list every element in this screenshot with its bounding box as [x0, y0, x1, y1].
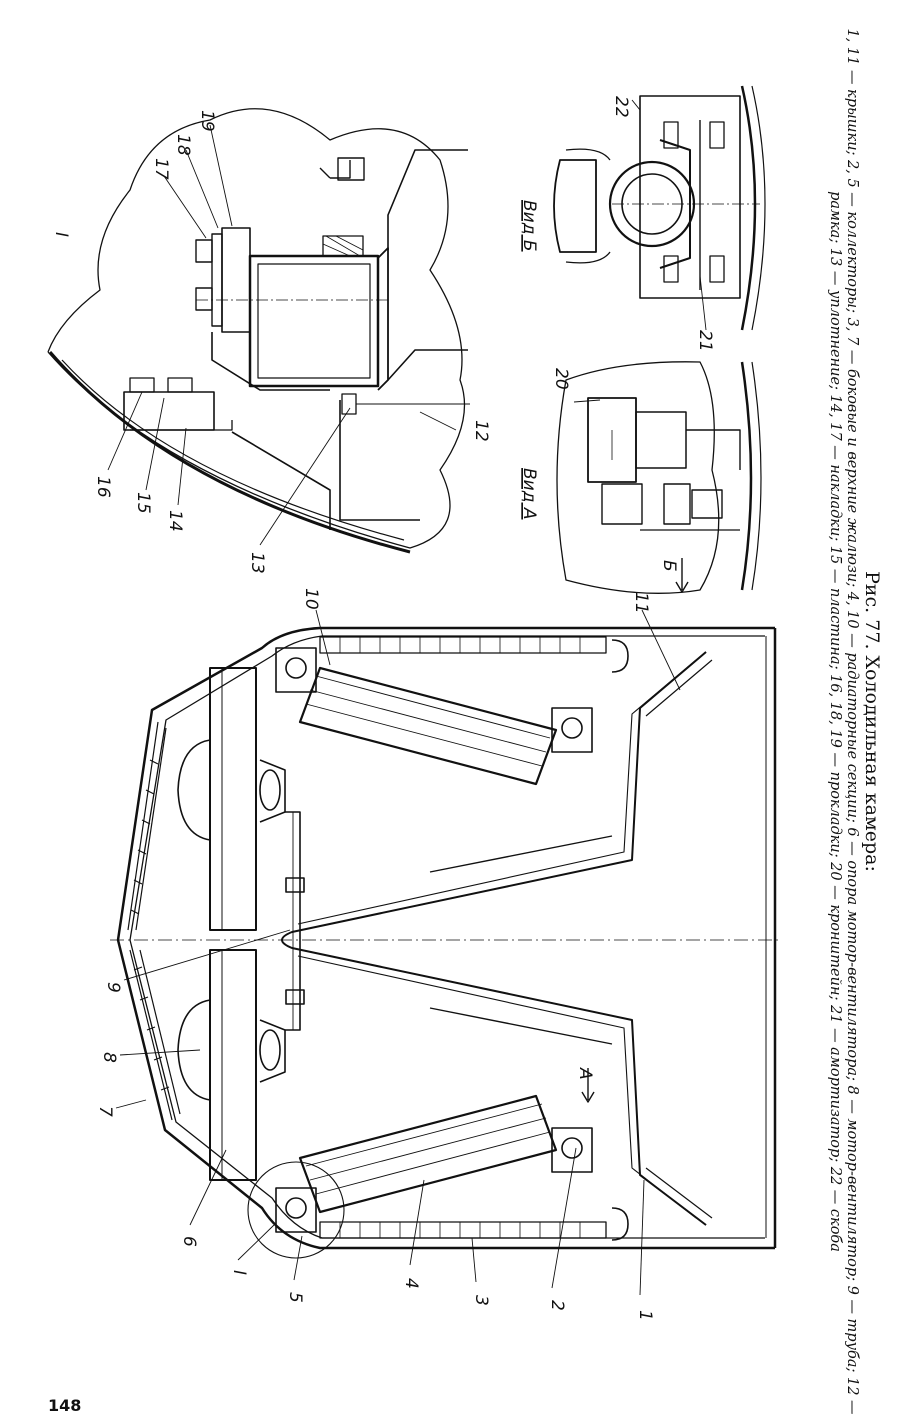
radiator-section-lower	[298, 1094, 558, 1214]
clamp-22	[659, 139, 691, 269]
view-b-labels: Вид Б 22 21	[519, 96, 715, 352]
main-section-view	[110, 609, 780, 1296]
label-11: 11	[631, 592, 651, 614]
detail-i-break-outline	[47, 108, 466, 549]
view-a-title: Вид А	[519, 468, 539, 520]
view-b-title: Вид Б	[519, 200, 539, 252]
label-7: 7	[95, 1106, 115, 1117]
side-louvres	[319, 636, 607, 1239]
detail-label-19: 19	[197, 110, 217, 132]
view-b	[553, 85, 766, 331]
leader-lines	[115, 609, 681, 1296]
detail-view-labels: I 12 13 14 15 16 17 18 19	[51, 110, 491, 574]
view-b-label-22: 22	[611, 96, 631, 118]
view-a	[556, 361, 762, 594]
covers	[611, 639, 713, 1241]
label-3: 3	[471, 1295, 491, 1306]
label-6: 6	[179, 1236, 199, 1247]
v-partition-inner	[297, 659, 697, 1219]
tube-bracket	[553, 159, 597, 253]
view-b-label-21: 21	[695, 330, 715, 352]
label-i: I	[229, 1270, 249, 1275]
view-a-label-20: 20	[551, 368, 571, 390]
motor-fan-upper	[177, 739, 286, 841]
page-number: 148	[48, 1396, 82, 1415]
detail-label-17: 17	[151, 158, 171, 180]
detail-label-15: 15	[133, 492, 153, 514]
view-a-labels: Вид А 20 Б	[519, 368, 679, 572]
view-a-arrow	[581, 1068, 595, 1103]
fan-support	[209, 667, 257, 1181]
detail-i-view	[47, 108, 470, 554]
figure-caption: Рис. 77. Холодильная камера: 1, 11 — кры…	[814, 24, 884, 1419]
motor-fan-lower	[177, 999, 286, 1101]
figure-title: Рис. 77. Холодильная камера:	[861, 571, 883, 872]
label-10: 10	[301, 588, 321, 610]
label-arrow-a: А	[575, 1067, 595, 1080]
radiator-section-upper	[298, 666, 558, 786]
top-louvres	[127, 721, 181, 1121]
label-2: 2	[547, 1300, 567, 1311]
main-view-labels: 1 2 3 4 5 I 6 7 8 9 10 11 А	[95, 588, 655, 1321]
detail-i-circle	[247, 1161, 345, 1259]
detail-label-13: 13	[247, 552, 267, 574]
label-4: 4	[401, 1278, 421, 1289]
view-a-label-b: Б	[659, 560, 679, 572]
housing-outline	[116, 626, 775, 1250]
pipe	[285, 811, 305, 1031]
detail-i-frame	[248, 254, 380, 388]
figure-legend: 1, 11 — крышки; 2, 5 — коллекторы; 3, 7 …	[827, 28, 860, 1415]
label-9: 9	[103, 982, 123, 993]
detail-label-14: 14	[165, 510, 185, 532]
v-partition	[281, 651, 707, 1226]
label-5: 5	[285, 1292, 305, 1303]
label-1: 1	[635, 1310, 655, 1321]
label-8: 8	[99, 1052, 119, 1063]
housing-inner	[129, 635, 765, 1239]
detail-label-12: 12	[471, 420, 491, 442]
detail-label-18: 18	[173, 134, 193, 156]
detail-label-16: 16	[93, 476, 113, 498]
detail-label-i: I	[51, 232, 71, 237]
